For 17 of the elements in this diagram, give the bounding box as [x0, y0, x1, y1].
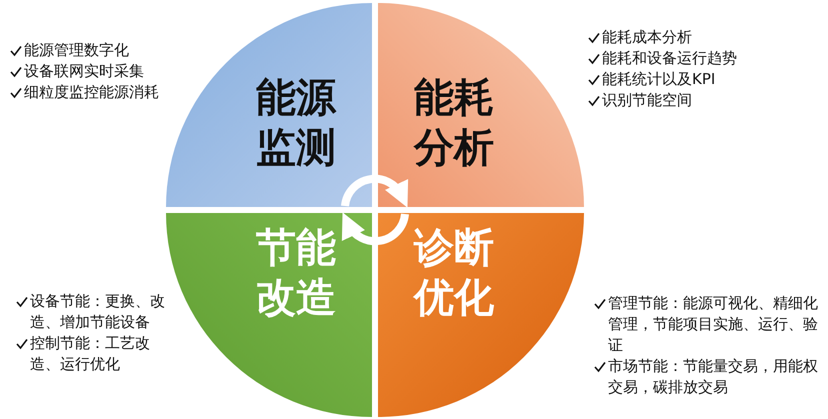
bullet-text: 能耗和设备运行趋势	[602, 48, 737, 69]
bullet-text: 控制节能：工艺改造、运行优化	[30, 333, 151, 375]
bullet-text: 管理节能：能源可视化、精细化管理，节能项目实施、运行、验证	[608, 293, 819, 356]
bullet-text: 能耗成本分析	[602, 27, 692, 48]
quadrant-title: 能源监测	[256, 74, 338, 173]
bullet-text: 能耗统计以及KPI	[602, 69, 716, 90]
bullet-text: 市场节能：节能量交易，用能权交易，碳排放交易	[608, 356, 819, 398]
cycle-arrow	[341, 174, 408, 208]
bullet-text: 设备节能：更换、改造、增加节能设备	[30, 291, 166, 333]
bullet-text: 识别节能空间	[602, 90, 692, 111]
bullet-text: 设备联网实时采集	[24, 61, 144, 82]
quadrant-title: 节能改造	[256, 224, 337, 323]
bullet-text: 细粒度监控能源消耗	[24, 82, 159, 103]
quadrant-title: 诊断优化	[414, 224, 495, 323]
bullet-text: 能源管理数字化	[24, 40, 129, 61]
quadrant-title: 能耗分析	[414, 74, 495, 173]
cycle-arrow	[342, 212, 409, 246]
